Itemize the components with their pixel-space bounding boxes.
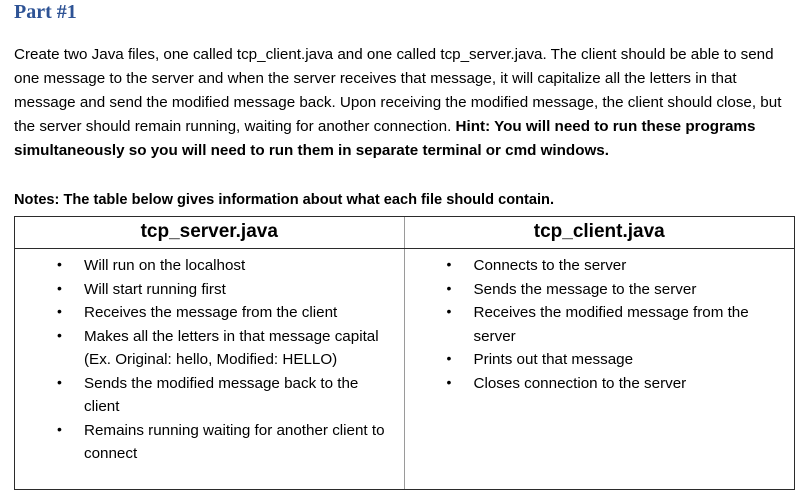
list-item: Will start running first bbox=[57, 277, 396, 302]
list-item: Prints out that message bbox=[447, 347, 787, 372]
list-item: Receives the message from the client bbox=[57, 300, 396, 325]
cell-tcp-server-items: Will run on the localhost Will start run… bbox=[15, 248, 405, 489]
list-item: Sends the modified message back to the c… bbox=[57, 371, 396, 419]
table-header-row: tcp_server.java tcp_client.java bbox=[15, 217, 794, 249]
list-item: Receives the modified message from the s… bbox=[447, 300, 787, 348]
list-item: Sends the message to the server bbox=[447, 277, 787, 302]
list-item: Makes all the letters in that message ca… bbox=[57, 324, 396, 372]
table: tcp_server.java tcp_client.java Will run… bbox=[15, 217, 794, 489]
notes-label: Notes: The table below gives information… bbox=[14, 192, 555, 208]
instructions-paragraph: Create two Java files, one called tcp_cl… bbox=[14, 43, 798, 163]
cell-tcp-client-items: Connects to the server Sends the message… bbox=[404, 248, 795, 489]
column-header-tcp-server: tcp_server.java bbox=[15, 217, 405, 249]
instructions-plain-text: Create two Java files, one called tcp_cl… bbox=[14, 46, 782, 136]
table-row: Will run on the localhost Will start run… bbox=[15, 248, 795, 489]
list-item: Closes connection to the server bbox=[447, 371, 787, 396]
tcp-server-bullet-list: Will run on the localhost Will start run… bbox=[15, 249, 404, 466]
list-item: Remains running waiting for another clie… bbox=[57, 418, 396, 466]
tcp-client-bullet-list: Connects to the server Sends the message… bbox=[405, 249, 795, 395]
file-contents-table: tcp_server.java tcp_client.java Will run… bbox=[14, 216, 795, 490]
list-item: Connects to the server bbox=[447, 253, 787, 278]
column-header-tcp-client: tcp_client.java bbox=[404, 217, 794, 249]
instructions-hint-text: Hint: You will need to run these program… bbox=[14, 118, 756, 160]
list-item: Will run on the localhost bbox=[57, 253, 396, 278]
page-title: Part #1 bbox=[14, 1, 77, 23]
